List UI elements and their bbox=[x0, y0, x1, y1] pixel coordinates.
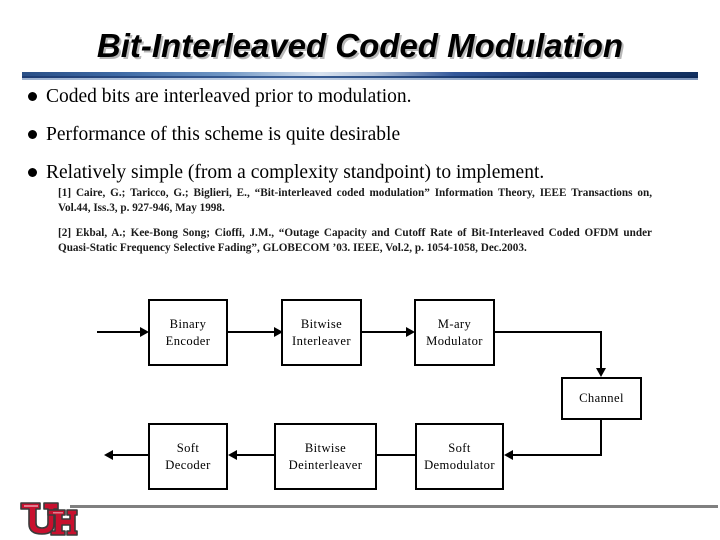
title-divider-band-mid bbox=[22, 76, 698, 78]
title-divider-band-bottom bbox=[22, 78, 698, 80]
footer-divider bbox=[70, 505, 718, 508]
bullet-list: Coded bits are interleaved prior to modu… bbox=[28, 84, 698, 198]
block-label-line1: Binary bbox=[169, 316, 207, 331]
reference-list: [1] Caire, G.; Taricco, G.; Biglieri, E.… bbox=[58, 186, 652, 257]
block-label-line1: M-ary bbox=[437, 316, 472, 331]
arrowhead-into-demodulator bbox=[504, 450, 513, 460]
block-label-line2: Demodulator bbox=[424, 457, 495, 472]
block-label-line1: Channel bbox=[579, 391, 624, 405]
arrowhead-deinterleaver-to-decoder bbox=[228, 450, 237, 460]
bullet-dot-icon bbox=[28, 84, 46, 110]
wire-interleaver-to-modulator bbox=[362, 331, 406, 333]
list-item: Coded bits are interleaved prior to modu… bbox=[28, 84, 698, 110]
wire-modulator-to-channel-h bbox=[495, 331, 602, 333]
block-label-line1: Bitwise bbox=[304, 440, 347, 455]
arrowhead-demod-to-deinterleaver bbox=[368, 450, 377, 460]
block-mary-modulator[interactable]: M-ary Modulator bbox=[414, 299, 495, 366]
title-divider bbox=[22, 72, 698, 81]
block-label-line1: Soft bbox=[448, 440, 471, 455]
reference-entry-1: [1] Caire, G.; Taricco, G.; Biglieri, E.… bbox=[58, 187, 652, 215]
arrowhead-encoder-to-interleaver bbox=[274, 327, 283, 337]
university-of-houston-uh-logo-icon bbox=[18, 500, 78, 538]
wire-channel-to-demod-v bbox=[600, 420, 602, 456]
block-soft-demodulator[interactable]: Soft Demodulator bbox=[415, 423, 504, 490]
block-soft-decoder[interactable]: Soft Decoder bbox=[148, 423, 228, 490]
block-label-line2: Encoder bbox=[165, 333, 211, 348]
bullet-text: Performance of this scheme is quite desi… bbox=[46, 124, 401, 145]
block-binary-encoder[interactable]: Binary Encoder bbox=[148, 299, 228, 366]
arrowhead-output bbox=[104, 450, 113, 460]
bullet-dot-icon bbox=[28, 160, 46, 186]
wire-input-to-encoder bbox=[97, 331, 140, 333]
reference-entry-2: [2] Ekbal, A.; Kee-Bong Song; Cioffi, J.… bbox=[58, 226, 652, 255]
wire-demod-to-deinterleaver bbox=[377, 454, 415, 456]
arrowhead-interleaver-to-modulator bbox=[406, 327, 415, 337]
page-title: Bit-Interleaved Coded Modulation bbox=[96, 27, 624, 64]
list-item: Relatively simple (from a complexity sta… bbox=[28, 160, 698, 186]
block-label-line2: Deinterleaver bbox=[288, 457, 363, 472]
bullet-text: Coded bits are interleaved prior to modu… bbox=[46, 86, 412, 107]
block-label-line2: Decoder bbox=[165, 457, 211, 472]
block-label-line2: Interleaver bbox=[292, 333, 351, 348]
block-label-line2: Modulator bbox=[426, 333, 483, 348]
block-bitwise-deinterleaver[interactable]: Bitwise Deinterleaver bbox=[274, 423, 377, 490]
bullet-text: Relatively simple (from a complexity sta… bbox=[46, 162, 545, 183]
wire-modulator-to-channel-v bbox=[600, 331, 602, 371]
wire-deinterleaver-to-decoder bbox=[237, 454, 274, 456]
wire-decoder-to-output bbox=[113, 454, 148, 456]
arrowhead-into-channel bbox=[596, 368, 606, 377]
block-channel[interactable]: Channel bbox=[561, 377, 642, 420]
arrowhead-input-to-encoder bbox=[140, 327, 149, 337]
bullet-dot-icon bbox=[28, 122, 46, 148]
block-label-line1: Soft bbox=[176, 440, 200, 455]
title-divider-band-top bbox=[22, 72, 698, 76]
wire-channel-to-demod-h bbox=[513, 454, 602, 456]
list-item: Performance of this scheme is quite desi… bbox=[28, 122, 698, 148]
block-bitwise-interleaver[interactable]: Bitwise Interleaver bbox=[281, 299, 362, 366]
block-label-line1: Bitwise bbox=[300, 316, 343, 331]
wire-encoder-to-interleaver bbox=[228, 331, 274, 333]
